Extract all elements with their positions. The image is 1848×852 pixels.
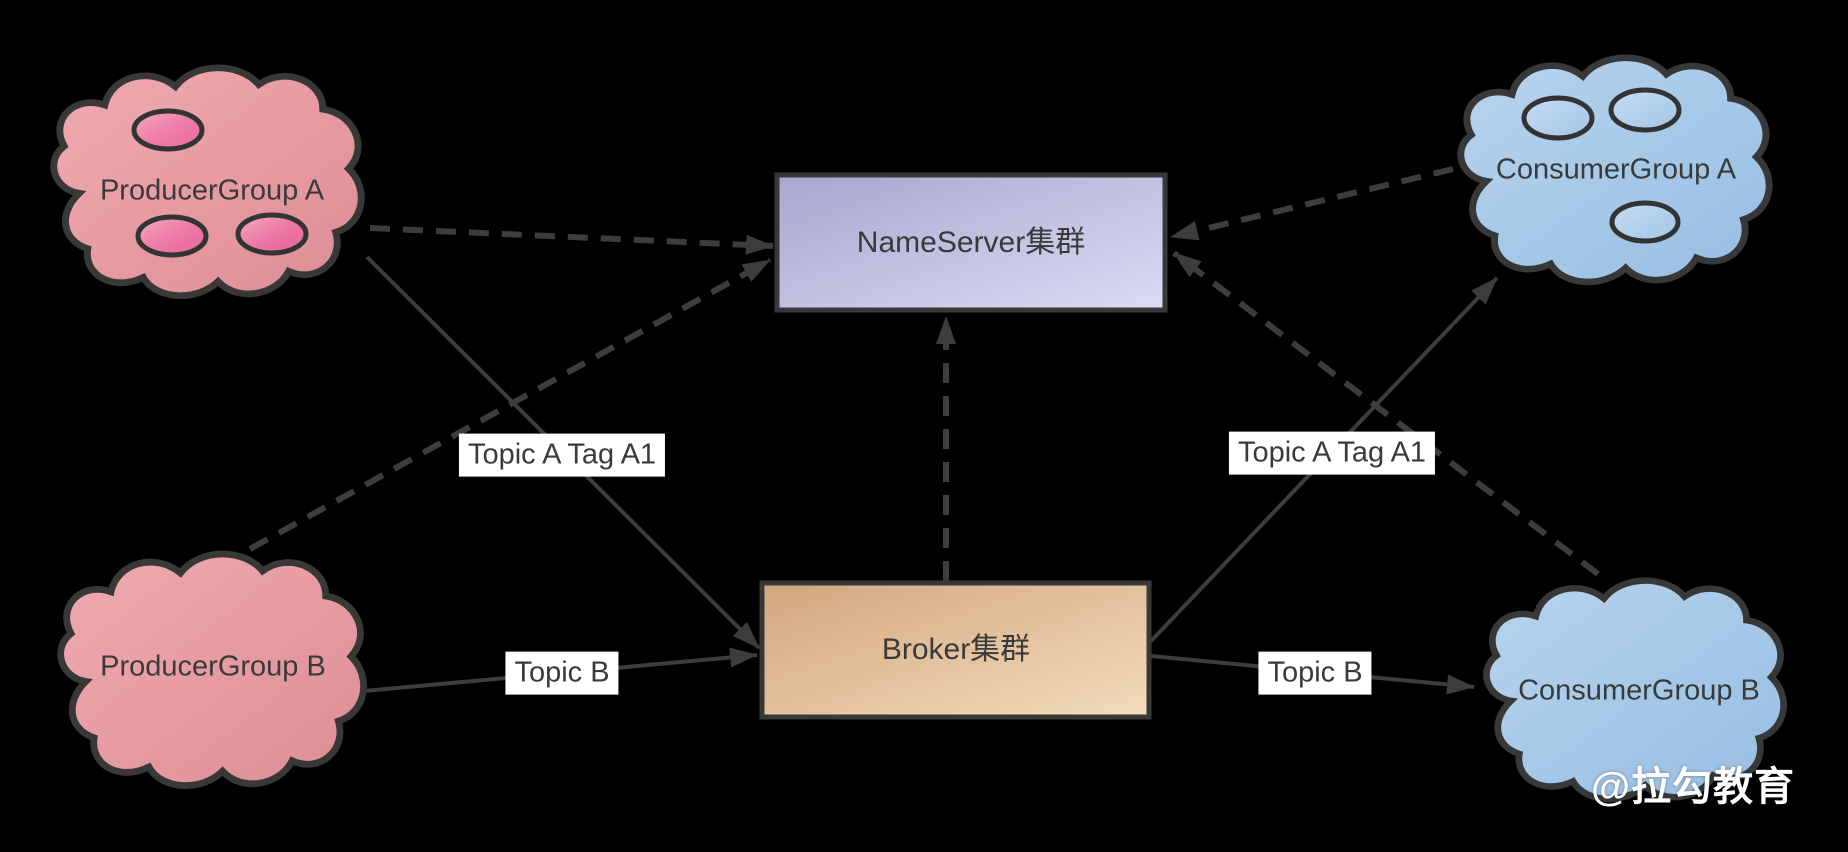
watermark-text: @拉勾教育 <box>1590 765 1796 809</box>
producer-group-b-label: ProducerGroup B <box>100 650 326 683</box>
broker-label: Broker集群 <box>881 633 1031 666</box>
nameserver-label: NameServer集群 <box>856 226 1086 259</box>
producer-instance-ellipse <box>135 214 209 258</box>
producer-instance-ellipse <box>131 108 205 152</box>
consumer-group-b-label: ConsumerGroup B <box>1518 674 1760 707</box>
edge-consumer-a-to-nameserver <box>1170 166 1454 241</box>
producer-instance-ellipse <box>235 212 309 256</box>
edge-label-broker-to-consumer-b: Topic B <box>1258 651 1372 695</box>
edge-consumer-b-to-nameserver <box>1172 250 1600 577</box>
broker-box-shape <box>759 580 1152 720</box>
producer-group-a-label: ProducerGroup A <box>99 174 325 207</box>
consumer-instance-ellipse <box>1608 87 1682 133</box>
edges-layer <box>248 166 1600 695</box>
edge-label-producer-b-to-broker: Topic B <box>505 651 619 695</box>
edge-producer-a-to-nameserver <box>369 225 774 255</box>
edge-label-producer-a-to-broker: Topic A Tag A1 <box>458 433 666 477</box>
edge-label-broker-to-consumer-a: Topic A Tag A1 <box>1228 431 1436 475</box>
node-consumer-group-a <box>1461 58 1769 282</box>
consumer-instance-ellipse <box>1609 200 1681 244</box>
consumer-instance-ellipse <box>1521 95 1595 141</box>
nameserver-box-shape <box>774 172 1168 313</box>
node-producer-group-a <box>54 68 362 296</box>
consumer-group-a-label: ConsumerGroup A <box>1495 153 1737 186</box>
edge-producer-b-to-nameserver <box>248 257 772 552</box>
